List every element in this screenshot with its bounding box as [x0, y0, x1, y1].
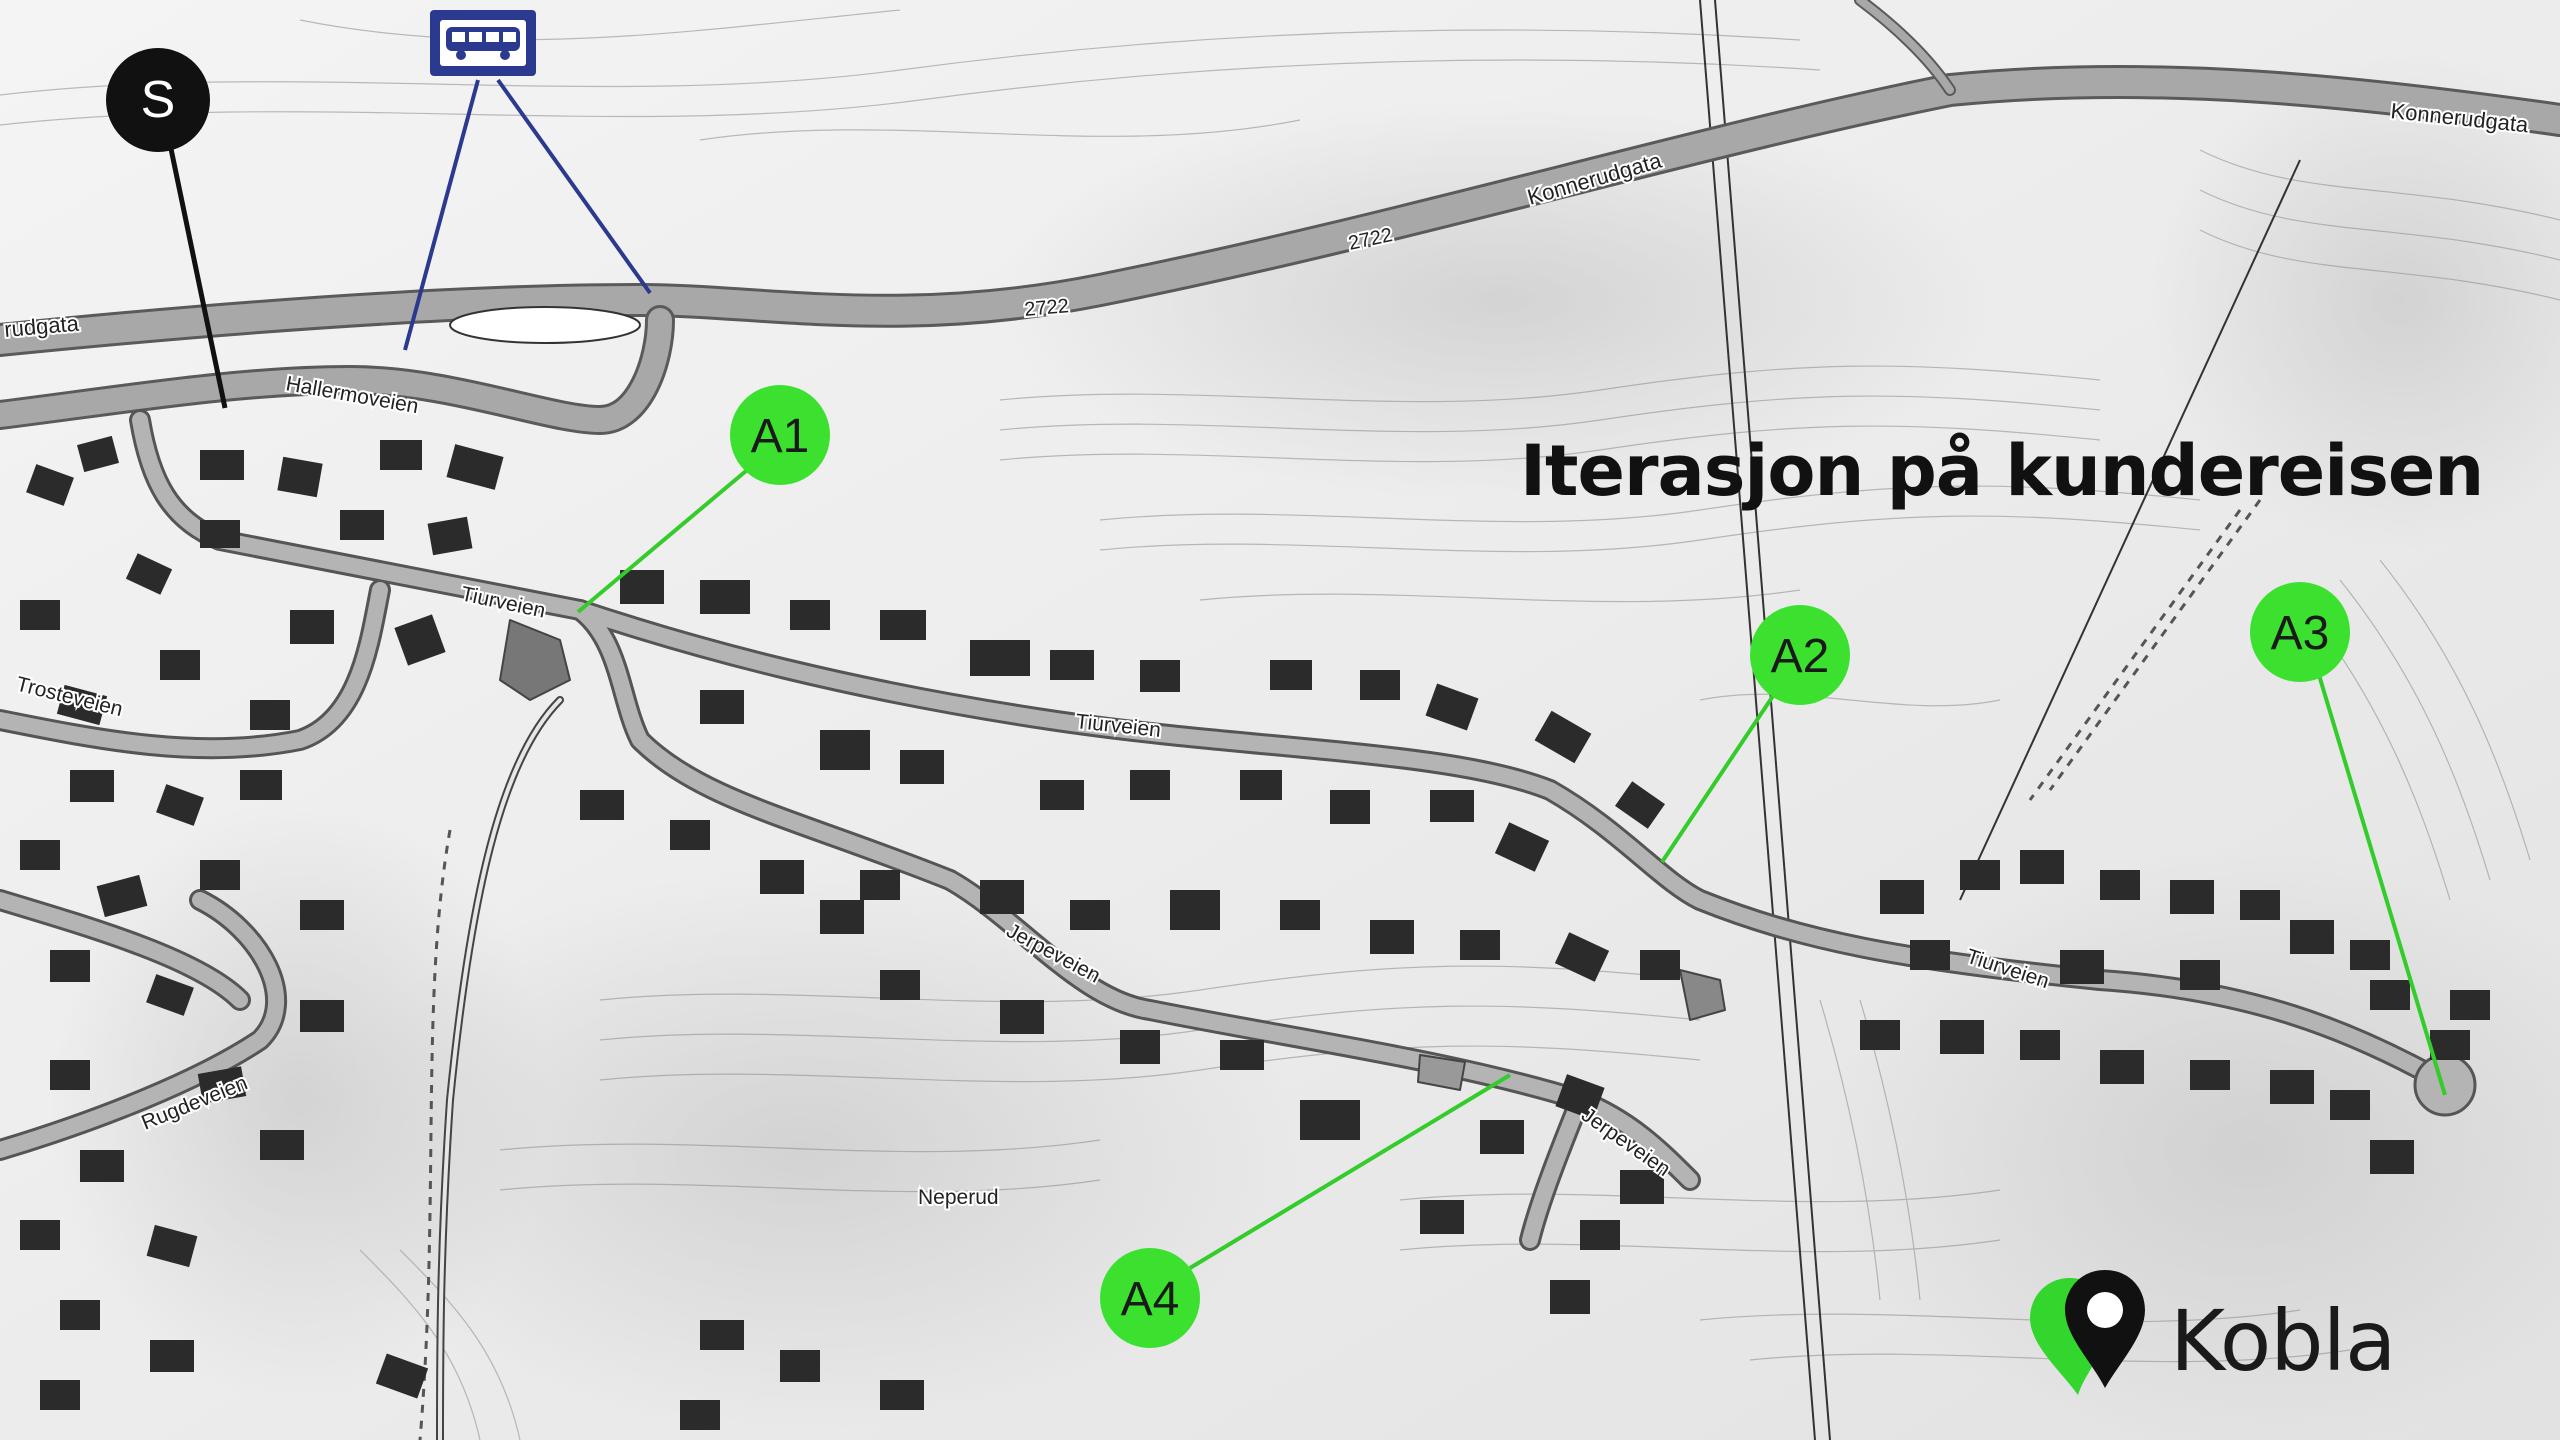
callout-lines [576, 453, 2447, 1270]
buildings [20, 435, 2490, 1430]
marker-a4[interactable]: A4 [1100, 1248, 1200, 1348]
callout-line-a4 [1188, 1073, 1512, 1270]
page-title: Iterasjon på kundereisen [1520, 430, 2484, 512]
marker-a2[interactable]: A2 [1750, 605, 1850, 705]
main-road-konnerudgata [0, 0, 2560, 436]
marker-a2-label: A2 [1771, 630, 1830, 683]
bus-stop-marker[interactable] [403, 10, 652, 351]
brand-logo: Kobla [2030, 1270, 2430, 1400]
paths-tracks [418, 499, 2262, 1440]
marker-a3[interactable]: A3 [2250, 582, 2350, 682]
label-neperud: Neperud [918, 1186, 999, 1209]
marker-a1[interactable]: A1 [730, 385, 830, 485]
kobla-pin-icon [2030, 1270, 2145, 1395]
marker-a4-label: A4 [1121, 1273, 1180, 1326]
station-marker[interactable]: S [106, 48, 228, 409]
label-road-no-2: 2722 [1024, 295, 1070, 321]
kobla-wordmark: Kobla [2170, 1292, 2396, 1390]
marker-a1-label: A1 [751, 410, 810, 463]
callout-line-a3 [2317, 674, 2447, 1096]
contour-lines [0, 9, 2560, 1440]
marker-a3-label: A3 [2271, 607, 2330, 660]
station-marker-label: S [141, 71, 176, 129]
bus-icon [430, 10, 536, 76]
callout-line-a2 [1660, 688, 1779, 864]
callout-line-a1 [576, 453, 767, 614]
